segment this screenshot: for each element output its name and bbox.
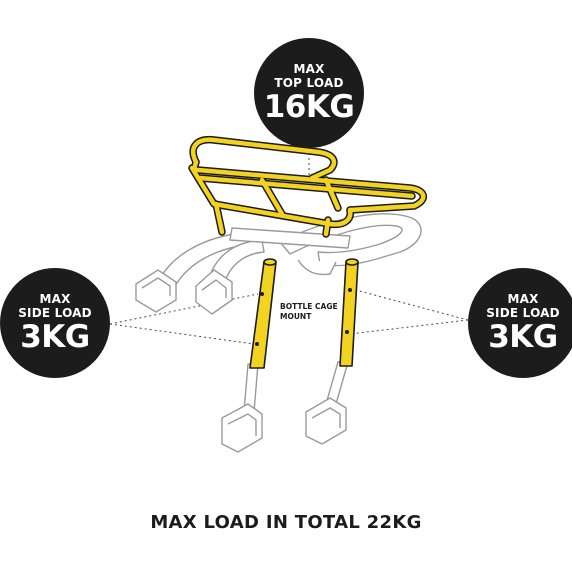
left-load-leader-lower [109,323,255,345]
badge-value: 3KG [20,319,90,355]
bottle-cage-mount-label: BOTTLE CAGE MOUNT [280,302,338,322]
badge-value: 16KG [263,89,355,125]
badge-line2: TOP LOAD [274,76,344,90]
badge-line1: MAX [293,62,325,76]
bottle-cage-line1: BOTTLE CAGE [280,302,338,311]
badge-line1: MAX [39,292,71,306]
bottle-cage-mount-bolts [255,288,352,346]
rack-legs [249,258,359,369]
badge-line2: SIDE LOAD [486,306,560,320]
bottle-cage-line2: MOUNT [280,312,312,321]
badge-line1: MAX [507,292,539,306]
max-side-load-left-badge: MAX SIDE LOAD 3KG [0,268,110,378]
right-load-leader-lower [349,319,469,335]
right-load-leader-upper [347,287,469,321]
badge-value: 3KG [488,319,558,355]
badge-line2: SIDE LOAD [18,306,92,320]
max-side-load-right-badge: MAX SIDE LOAD 3KG [468,268,572,378]
rack-top-platform [188,135,427,238]
mounting-struts [135,213,422,453]
max-total-load-caption: MAX LOAD IN TOTAL 22KG [150,512,422,533]
left-load-leader-upper [109,293,259,325]
max-top-load-badge: MAX TOP LOAD 16KG [254,38,364,148]
